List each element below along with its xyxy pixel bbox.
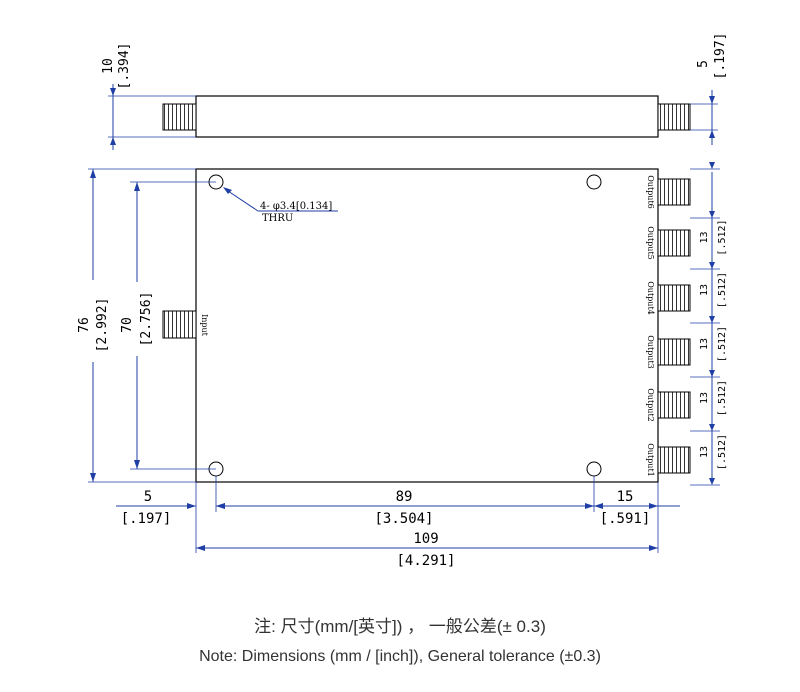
pitch-mm: 13: [699, 284, 710, 296]
pitch-mm: 13: [699, 446, 710, 458]
side-view: 10 [.394] 5 [.197]: [101, 33, 728, 150]
side-output-connector: [657, 103, 691, 131]
side-input-connector: [162, 103, 197, 131]
side-connector-inch: [.197]: [713, 33, 728, 80]
note-chinese: 注: 尺寸(mm/[英寸]) ， 一般公差(± 0.3): [254, 617, 546, 636]
hole-spacing-v-inch: [2.756]: [139, 292, 154, 347]
output-label: Output3: [646, 335, 655, 369]
side-height-dimension: 10 [.394]: [101, 43, 196, 150]
right-offset-inch: [.591]: [600, 511, 651, 527]
left-offset-mm: 5: [144, 489, 152, 505]
right-offset-dimension: 15 [.591]: [594, 489, 680, 527]
output-connector: [657, 391, 691, 419]
note-english: Note: Dimensions (mm / [inch]), General …: [199, 648, 601, 665]
pitch-inch: [.512]: [717, 272, 728, 308]
output-connector: [657, 446, 691, 474]
pitch-mm: 13: [699, 231, 710, 243]
hole-spacing-v-dimension: 70 [2.756]: [120, 181, 216, 470]
pitch-mm: 13: [699, 338, 710, 350]
hole-spacing-h-mm: 89: [396, 489, 413, 505]
hole-spacing-h-dimension: 89 [3.504]: [216, 489, 594, 527]
output-label: Output1: [646, 443, 655, 477]
right-offset-mm: 15: [617, 489, 634, 505]
output-label: Output6: [646, 175, 655, 209]
hole-callout: 4- φ3.4[0.134] THRU: [223, 187, 338, 224]
left-offset-inch: [.197]: [121, 511, 172, 527]
output-connector: [657, 338, 691, 366]
side-body: [195, 95, 659, 138]
pitch-dimensions: 13 [.512] 13 [.512] 13 [.512] 13 [.512] 13 [.512]: [690, 162, 728, 486]
mounting-hole: [586, 461, 602, 477]
output-connector: [657, 229, 691, 257]
hole-callout-spec: 4- φ3.4[0.134]: [260, 201, 332, 212]
output-label: Output4: [646, 281, 655, 315]
technical-drawing: 10 [.394] 5 [.197] 4- φ3.4[0.134] THRU: [77, 33, 728, 569]
hole-spacing-h-inch: [3.504]: [374, 511, 433, 527]
side-connector-mm: 5: [696, 60, 711, 68]
pitch-inch: [.512]: [717, 219, 728, 255]
input-connector: [162, 310, 197, 339]
pitch-inch: [.512]: [717, 326, 728, 362]
overall-length-dimension: 109 [4.291]: [196, 531, 658, 569]
output-connectors: Output6Output5Output4Output3Output2Outpu…: [646, 175, 691, 477]
pitch-inch: [.512]: [717, 380, 728, 416]
overall-height-mm: 76: [77, 317, 92, 333]
input-label: Input: [200, 314, 209, 337]
top-view: 4- φ3.4[0.134] THRU Input Output6Output5…: [77, 162, 728, 569]
overall-length-inch: [4.291]: [396, 553, 455, 569]
pitch-inch: [.512]: [717, 434, 728, 470]
pitch-mm: 13: [699, 392, 710, 404]
mounting-hole: [586, 174, 602, 190]
overall-length-mm: 109: [413, 531, 438, 547]
side-height-inch: [.394]: [117, 43, 132, 90]
output-label: Output5: [646, 226, 655, 260]
hole-callout-type: THRU: [262, 213, 293, 224]
overall-height-dimension: 76 [2.992]: [77, 168, 196, 483]
top-body: [195, 168, 659, 483]
side-connector-dimension: 5 [.197]: [690, 33, 728, 145]
output-connector: [657, 284, 691, 312]
side-height-mm: 10: [101, 58, 116, 74]
output-label: Output2: [646, 388, 655, 422]
hole-spacing-v-mm: 70: [120, 317, 135, 333]
output-connector: [657, 178, 691, 206]
left-offset-dimension: 5 [.197]: [116, 489, 236, 527]
overall-height-inch: [2.992]: [95, 298, 110, 353]
